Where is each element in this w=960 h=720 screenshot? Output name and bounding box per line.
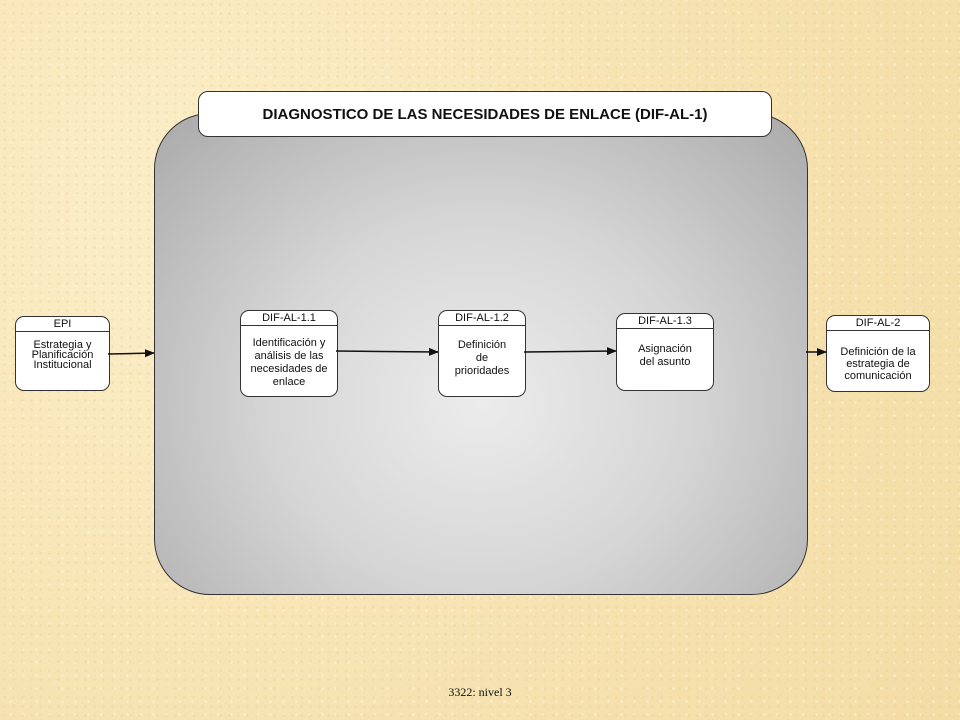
node-dif-al-1-3-label: Asignación del asunto bbox=[638, 343, 692, 368]
diagram-title: DIAGNOSTICO DE LAS NECESIDADES DE ENLACE… bbox=[198, 91, 772, 137]
arrow-epi-to-container bbox=[107, 349, 155, 358]
node-dif-al-1-2-label: Definición de prioridades bbox=[454, 339, 510, 377]
node-dif-al-1-3-code: DIF-AL-1.3 bbox=[617, 314, 713, 329]
node-dif-al-2-label: Definición de la estrategia de comunicac… bbox=[840, 346, 916, 382]
node-dif-al-1-1-label: Identificación y análisis de las necesid… bbox=[250, 337, 328, 388]
node-epi-code: EPI bbox=[16, 317, 109, 332]
node-epi-label: Estrategia y Planificación Institucional bbox=[31, 339, 94, 371]
node-dif-al-2-code: DIF-AL-2 bbox=[827, 316, 929, 331]
node-epi[interactable]: EPI Estrategia y Planificación Instituci… bbox=[15, 316, 110, 391]
arrow-1-1-to-1-2 bbox=[335, 347, 439, 356]
node-dif-al-1-1[interactable]: DIF-AL-1.1 Identificación y análisis de … bbox=[240, 310, 338, 397]
node-dif-al-1-1-code: DIF-AL-1.1 bbox=[241, 311, 337, 326]
arrow-1-2-to-1-3 bbox=[523, 347, 617, 356]
node-dif-al-1-2-code: DIF-AL-1.2 bbox=[439, 311, 525, 326]
node-dif-al-2[interactable]: DIF-AL-2 Definición de la estrategia de … bbox=[826, 315, 930, 392]
node-dif-al-1-3[interactable]: DIF-AL-1.3 Asignación del asunto bbox=[616, 313, 714, 391]
slide-footer: 3322: nivel 3 bbox=[448, 685, 512, 699]
